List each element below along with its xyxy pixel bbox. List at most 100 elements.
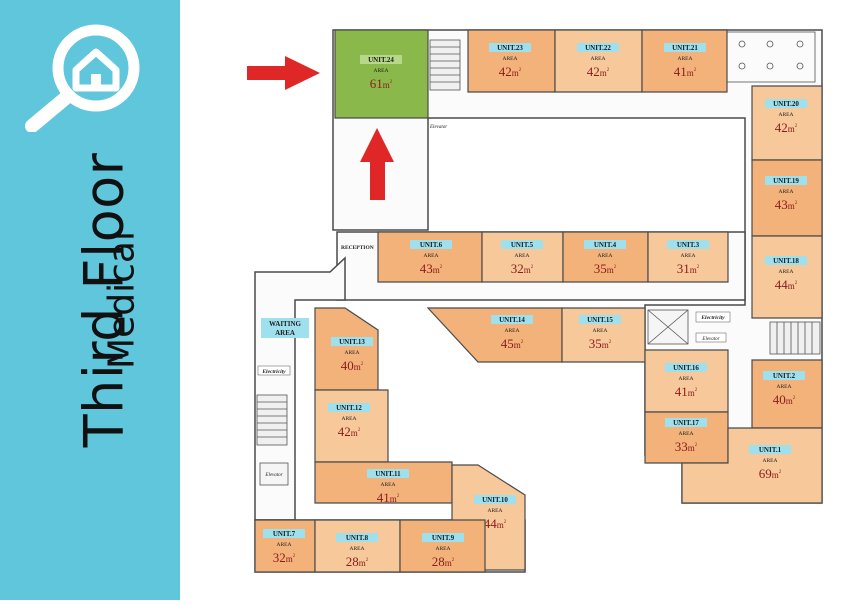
unit-21-tag	[664, 43, 706, 52]
unit-8-tag	[336, 533, 378, 542]
unit-5-area-value: 32m2	[511, 261, 534, 276]
unit-13-name: UNIT.13	[339, 338, 365, 346]
unit-15-name: UNIT.15	[587, 316, 613, 324]
unit-16-name: UNIT.16	[673, 364, 699, 372]
unit-13-room[interactable]	[314, 307, 379, 391]
unit-23-tag	[489, 43, 531, 52]
unit-11-area-value: 41m2	[377, 490, 400, 505]
unit-6-area-label: AREA	[424, 253, 439, 259]
unit-13-tag	[331, 337, 373, 346]
unit-3-area-value: 31m2	[677, 261, 700, 276]
unit-4-area-value: 35m2	[594, 261, 617, 276]
arrow-up-icon	[360, 128, 394, 200]
unit-7-tag	[263, 529, 305, 538]
unit-22-area-label: AREA	[591, 56, 606, 62]
stairs-right	[769, 321, 821, 355]
unit-18-area-value: 44m2	[775, 277, 798, 292]
units-layer: UNIT.24AREA61m2UNIT.23AREA42m2UNIT.22ARE…	[254, 29, 823, 573]
unit-3-name: UNIT.3	[677, 241, 700, 249]
waiting-area-tag	[261, 318, 309, 338]
unit-2-area-label: AREA	[777, 384, 792, 390]
unit-17-area-value: 33m2	[675, 439, 698, 454]
unit-17-area-label: AREA	[679, 431, 694, 437]
unit-24-room[interactable]	[334, 29, 429, 119]
unit-7-area-label: AREA	[277, 542, 292, 548]
unit-22-tag	[577, 43, 619, 52]
unit-20-tag	[765, 99, 807, 108]
unit-1-area-value: 69m2	[759, 466, 782, 481]
unit-24-area-value: 61m2	[370, 76, 393, 91]
unit-23-name: UNIT.23	[497, 44, 523, 52]
unit-7-area-value: 32m2	[273, 550, 296, 565]
unit-1-tag	[749, 445, 791, 454]
unit-2-room[interactable]	[751, 359, 823, 429]
unit-6-tag	[410, 240, 452, 249]
unit-4-name: UNIT.4	[594, 241, 617, 249]
unit-11-tag	[367, 469, 409, 478]
unit-15-area-label: AREA	[593, 328, 608, 334]
unit-14-area-value: 45m2	[501, 336, 524, 351]
waiting-area-label: AREA	[275, 329, 295, 337]
unit-8-name: UNIT.8	[346, 534, 369, 542]
arrow-right-icon	[247, 56, 320, 90]
waiting-label: WAITING	[269, 320, 301, 328]
shaft	[647, 309, 689, 345]
unit-5-tag	[501, 240, 543, 249]
unit-1-area-label: AREA	[763, 458, 778, 464]
unit-13-area-value: 40m2	[341, 358, 364, 373]
elevator-box-left	[259, 462, 289, 486]
unit-1-name: UNIT.1	[759, 446, 782, 454]
unit-19-tag	[765, 176, 807, 185]
unit-19-name: UNIT.19	[773, 177, 799, 185]
unit-20-area-label: AREA	[779, 112, 794, 118]
unit-16-tag	[665, 363, 707, 372]
unit-19-area-label: AREA	[779, 189, 794, 195]
unit-14-tag	[491, 315, 533, 324]
unit-6-area-value: 43m2	[420, 261, 443, 276]
unit-12-area-label: AREA	[342, 416, 357, 422]
unit-18-tag	[765, 256, 807, 265]
floor-plan-svg: UNIT.24AREA61m2UNIT.23AREA42m2UNIT.22ARE…	[247, 29, 823, 573]
unit-4-area-label: AREA	[598, 253, 613, 259]
electricity-box-right	[695, 311, 731, 323]
electricity-label-right: Electricity	[700, 315, 725, 321]
unit-9-name: UNIT.9	[432, 534, 455, 542]
unit-9-area-label: AREA	[436, 546, 451, 552]
unit-17-tag	[665, 418, 707, 427]
unit-12-room[interactable]	[314, 389, 389, 463]
unit-12-area-value: 42m2	[338, 424, 361, 439]
elevator-label-right: Elevator	[701, 337, 719, 342]
unit-10-name: UNIT.10	[482, 496, 508, 504]
unit-21-area-value: 41m2	[674, 64, 697, 79]
unit-2-tag	[763, 371, 805, 380]
elevator-label-left: Elevator	[264, 473, 282, 478]
unit-14-area-label: AREA	[505, 328, 520, 334]
unit-7-name: UNIT.7	[273, 530, 296, 538]
unit-6-name: UNIT.6	[420, 241, 443, 249]
electricity-box-left	[257, 365, 291, 376]
unit-10-area-value: 44m2	[484, 516, 507, 531]
